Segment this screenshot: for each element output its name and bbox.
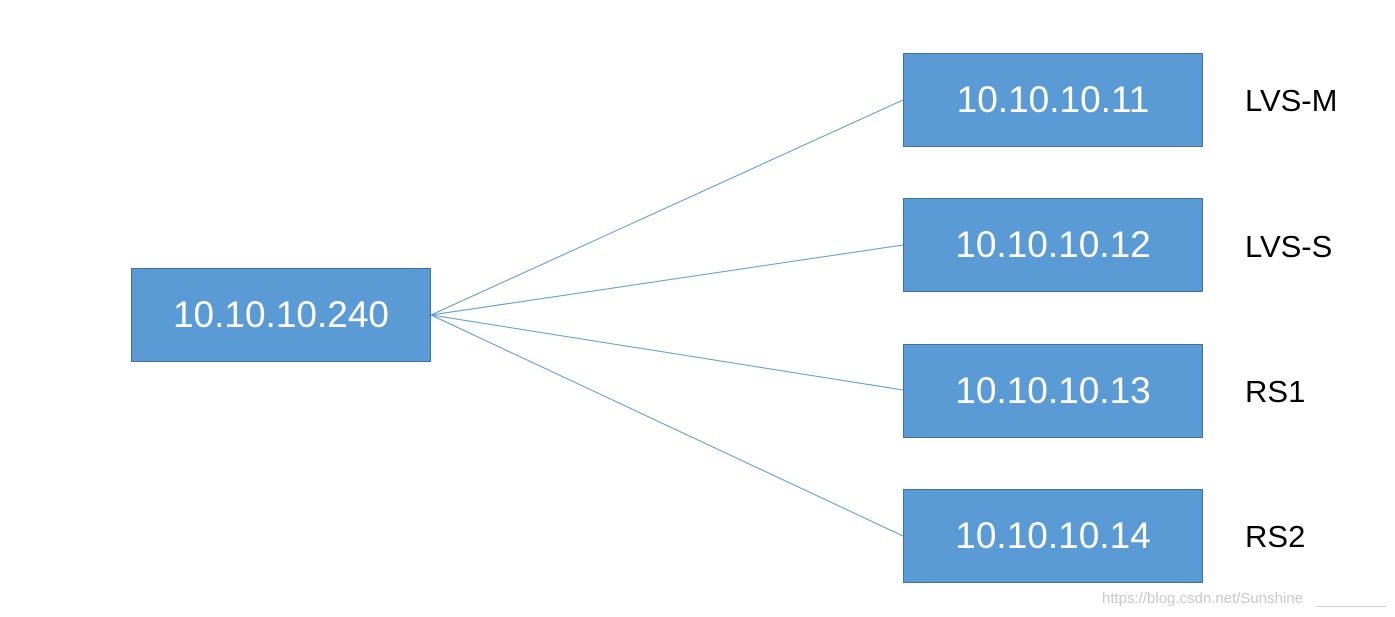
role-label-rs2: RS2 [1245, 519, 1306, 554]
role-label-rs1: RS1 [1245, 374, 1306, 409]
target-node-lvs-m: 10.10.10.11 [903, 53, 1203, 147]
role-label-lvs-s: LVS-S [1245, 229, 1333, 264]
target-ip-label: 10.10.10.12 [955, 224, 1151, 265]
target-node-lvs-s: 10.10.10.12 [903, 198, 1203, 292]
target-node-rs1: 10.10.10.13 [903, 344, 1203, 438]
source-ip-label: 10.10.10.240 [172, 294, 390, 335]
link-to-10-10-10-11 [430, 99, 904, 316]
link-to-10-10-10-13 [430, 314, 904, 391]
source-node: 10.10.10.240 [131, 268, 431, 362]
watermark-text: https://blog.csdn.net/Sunshine [1102, 590, 1303, 607]
target-ip-label: 10.10.10.11 [956, 79, 1150, 120]
link-to-10-10-10-14 [430, 314, 904, 537]
target-ip-label: 10.10.10.13 [955, 370, 1151, 411]
watermark-underline [1316, 606, 1386, 607]
link-to-10-10-10-12 [430, 244, 904, 316]
target-ip-label: 10.10.10.14 [955, 515, 1151, 556]
target-node-rs2: 10.10.10.14 [903, 489, 1203, 583]
role-label-lvs-m: LVS-M [1245, 83, 1338, 118]
